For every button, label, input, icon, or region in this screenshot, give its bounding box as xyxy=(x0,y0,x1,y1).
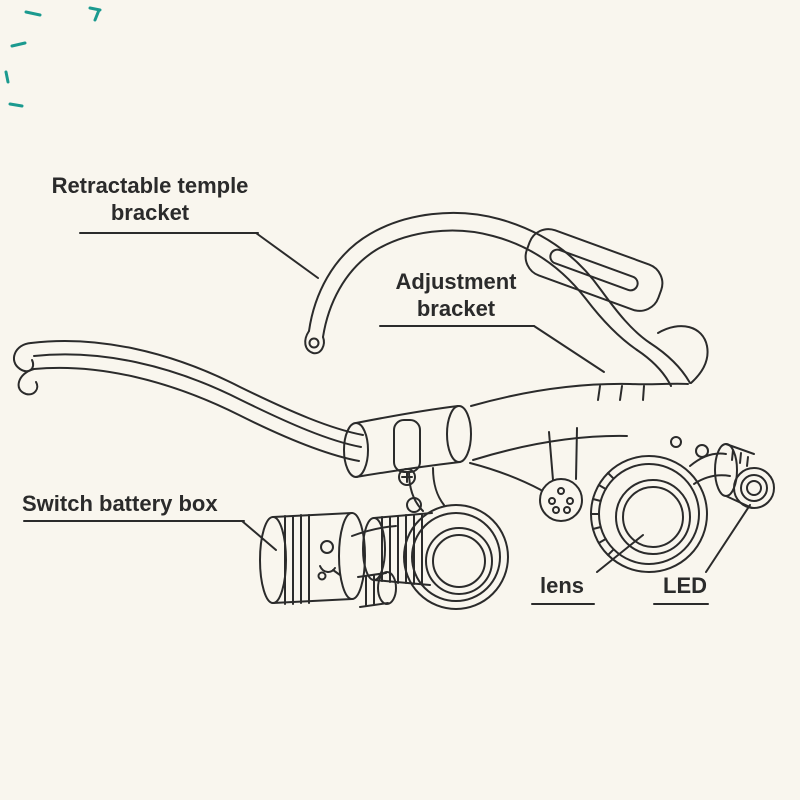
label-underlines xyxy=(23,232,709,605)
leader-lines xyxy=(241,232,751,573)
temple-slide-slot xyxy=(524,228,664,312)
label-lens: lens xyxy=(530,572,594,599)
label-retractable-temple-bracket: Retractable temple bracket xyxy=(38,172,262,226)
left-loupe-lens xyxy=(362,467,509,610)
label-led: LED xyxy=(652,572,718,599)
label-led-text: LED xyxy=(663,573,707,598)
frame-right-band xyxy=(469,382,689,491)
frame-front-band xyxy=(12,340,364,462)
right-hinge xyxy=(636,325,709,387)
battery-box xyxy=(259,512,397,608)
label-retractable-line2: bracket xyxy=(110,200,190,225)
teal-speck-marks xyxy=(4,6,102,108)
right-loupe-lens xyxy=(539,427,731,573)
label-switch-battery-box: Switch battery box xyxy=(22,490,252,517)
label-adjustment-line1: Adjustment xyxy=(395,269,517,294)
temple-arm xyxy=(304,211,651,355)
label-lens-text: lens xyxy=(539,573,585,598)
adjustment-hinge xyxy=(343,405,472,486)
label-battery-text: Switch battery box xyxy=(22,491,218,516)
label-adjustment-bracket: Adjustment bracket xyxy=(372,268,540,322)
label-adjustment-line2: bracket xyxy=(416,296,496,321)
label-retractable-line1: Retractable temple xyxy=(51,173,249,198)
led-module xyxy=(714,443,775,509)
